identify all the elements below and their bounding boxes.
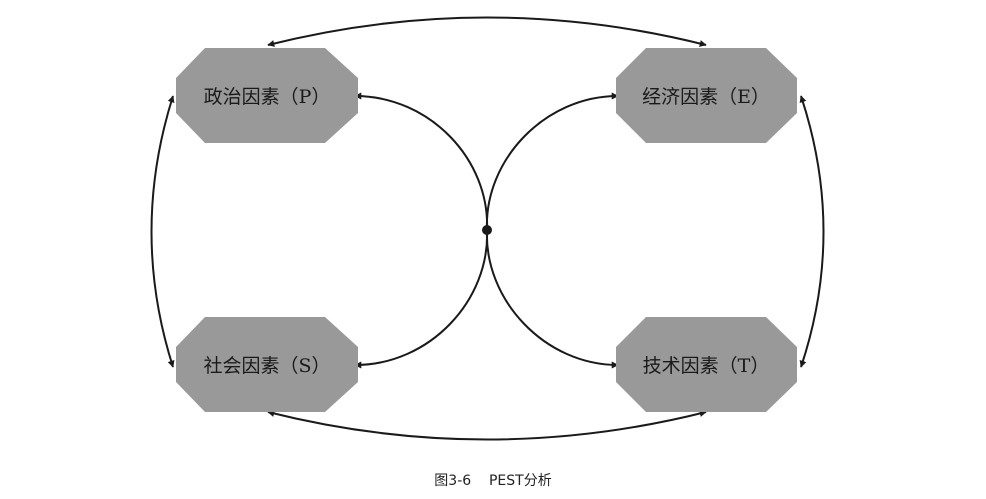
- node-economic: 经济因素（E）: [616, 48, 797, 143]
- node-economic-label: 经济因素（E）: [642, 86, 770, 108]
- node-technological: 技术因素（T）: [616, 317, 797, 412]
- node-social: 社会因素（S）: [176, 317, 358, 412]
- node-technological-label: 技术因素（T）: [643, 355, 770, 377]
- arrow-left-political-social: [150, 95, 175, 368]
- curve-center-social: [354, 229, 489, 369]
- curve-center-economic: [485, 92, 619, 231]
- node-political-label: 政治因素（P）: [204, 86, 331, 108]
- node-political: 政治因素（P）: [176, 48, 358, 143]
- arrow-right-economic-technological: [799, 95, 825, 368]
- node-social-label: 社会因素（S）: [203, 355, 330, 377]
- curve-center-technological: [485, 229, 619, 369]
- center-hub: [482, 225, 492, 235]
- figure-caption: 图3-6 PEST分析: [434, 473, 552, 489]
- curve-center-political: [354, 92, 489, 231]
- arrow-bottom-social-technological: [267, 410, 707, 441]
- arrow-top-political-economic: [267, 16, 707, 47]
